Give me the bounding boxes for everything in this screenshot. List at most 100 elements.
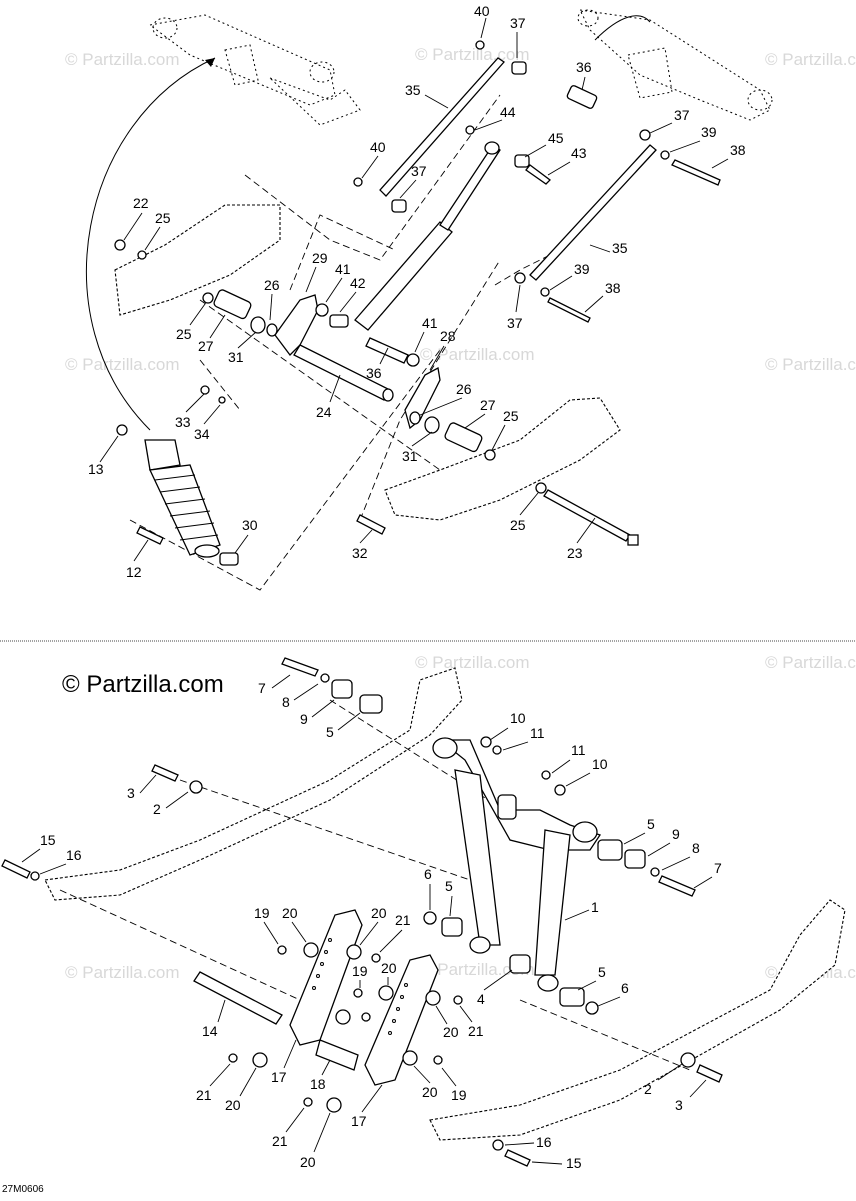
callout: 25 xyxy=(155,210,171,226)
callout: 32 xyxy=(352,545,368,561)
watermark: © Partzilla.com xyxy=(415,45,530,64)
front-arm-assembly xyxy=(1,657,846,1167)
washer-6b xyxy=(585,1001,599,1015)
callout: 2 xyxy=(153,801,161,817)
callout: 25 xyxy=(510,517,526,533)
washer-8b xyxy=(650,867,660,877)
bolt-23-head xyxy=(627,534,639,546)
callout: 37 xyxy=(674,107,690,123)
bolt-12 xyxy=(136,526,164,545)
brand-label: © Partzilla.com xyxy=(62,671,224,698)
callout: 37 xyxy=(411,163,427,179)
bearing-31b xyxy=(424,416,440,434)
bolt-3b xyxy=(696,1064,723,1083)
callout: 36 xyxy=(366,365,382,381)
callout: 21 xyxy=(395,912,411,928)
spacer-45 xyxy=(514,154,530,168)
link-plate-17 xyxy=(289,909,363,1046)
callout: 45 xyxy=(548,130,564,146)
callout: 19 xyxy=(451,1087,467,1103)
callout: 37 xyxy=(510,15,526,31)
bushing-4 xyxy=(509,954,531,974)
upper-right-crossshaft xyxy=(577,9,773,121)
bushing-5 xyxy=(359,694,383,714)
callout: 41 xyxy=(422,315,438,331)
watermark: © Partzilla.com xyxy=(65,963,180,982)
nut-22 xyxy=(114,239,126,251)
callout: 37 xyxy=(507,315,523,331)
bushing-37 xyxy=(511,61,527,75)
front-arm-frame xyxy=(432,737,602,992)
nut-33 xyxy=(200,385,210,395)
arrow-head xyxy=(205,58,215,67)
washer-25b xyxy=(202,292,214,304)
bushing-5c xyxy=(441,917,463,937)
callout: 17 xyxy=(351,1113,367,1129)
bolt-38b xyxy=(547,297,591,323)
bushing-36 xyxy=(566,85,598,109)
bolt-7 xyxy=(281,657,319,677)
callout: 23 xyxy=(567,545,583,561)
callout: 5 xyxy=(326,724,334,740)
bolt-15b xyxy=(504,1149,531,1167)
bearing-31 xyxy=(250,316,266,334)
callout: 20 xyxy=(225,1097,241,1113)
callout: 26 xyxy=(456,381,472,397)
callout: 4 xyxy=(477,991,485,1007)
leader-lines-bottom xyxy=(21,674,713,1165)
callout: 5 xyxy=(598,964,606,980)
callout: 7 xyxy=(714,860,722,876)
callout: 19 xyxy=(254,905,270,921)
callout: 44 xyxy=(500,104,516,120)
callout: 31 xyxy=(402,448,418,464)
bushing-37c xyxy=(391,199,407,213)
callout: 20 xyxy=(371,905,387,921)
callout: 15 xyxy=(40,832,56,848)
bolt-32 xyxy=(356,514,386,535)
bolt-15 xyxy=(1,859,31,879)
callout: 17 xyxy=(271,1069,287,1085)
assembly-arrow-right xyxy=(594,15,651,41)
callout: 36 xyxy=(576,59,592,75)
nut-21c xyxy=(361,1012,371,1022)
callout: 19 xyxy=(352,963,368,979)
watermark: © Partzilla.com xyxy=(415,653,530,672)
nut-21e xyxy=(303,1097,313,1107)
damper-rod xyxy=(439,144,501,231)
washer-20d xyxy=(425,990,441,1006)
spacer-42 xyxy=(329,314,349,328)
bolt-19 xyxy=(277,945,287,955)
washer-6 xyxy=(423,911,437,925)
washer-10b xyxy=(554,784,566,796)
washer-25 xyxy=(137,250,147,260)
shaft-14 xyxy=(193,971,283,1025)
callout: 27 xyxy=(198,338,214,354)
watermark: © Partzilla.com xyxy=(65,50,180,69)
nut-21d xyxy=(228,1053,238,1063)
left-rail-bottom xyxy=(44,667,463,901)
right-rail-top xyxy=(384,397,621,521)
callout: 20 xyxy=(381,960,397,976)
washer-2 xyxy=(189,780,203,794)
callout: 20 xyxy=(282,905,298,921)
callout: 39 xyxy=(701,124,717,140)
callout: 34 xyxy=(194,426,210,442)
tie-rod-35-right xyxy=(529,144,657,281)
callout: 24 xyxy=(316,404,332,420)
callout: 18 xyxy=(310,1076,326,1092)
callout: 3 xyxy=(127,785,135,801)
callout: 41 xyxy=(335,261,351,277)
callout: 27 xyxy=(480,397,496,413)
bushing-37b xyxy=(639,129,651,141)
center-bushing xyxy=(497,794,517,820)
washer-10 xyxy=(480,736,492,748)
callout: 9 xyxy=(672,826,680,842)
washer-2b xyxy=(680,1052,696,1068)
assembly-lines xyxy=(129,94,561,591)
washer-26 xyxy=(266,323,278,337)
link-plate-17b xyxy=(364,954,439,1086)
callout: 1 xyxy=(591,899,599,915)
shock-absorber xyxy=(116,424,239,566)
bushing-9b xyxy=(624,849,646,869)
nut-21 xyxy=(371,953,381,963)
